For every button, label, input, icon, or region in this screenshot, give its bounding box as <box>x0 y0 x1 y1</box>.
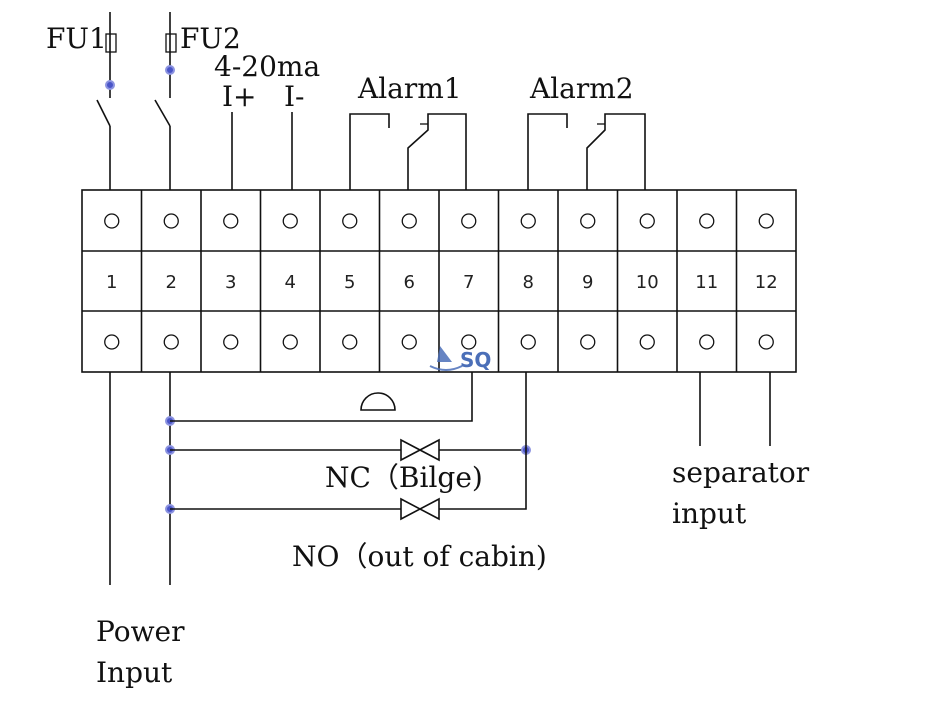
terminal-number-2: 2 <box>166 272 177 293</box>
terminal-number-6: 6 <box>404 272 415 293</box>
terminal-number-5: 5 <box>344 272 355 293</box>
terminal-number-4: 4 <box>285 272 296 293</box>
nc-valve-icon <box>400 438 440 462</box>
terminal-number-12: 12 <box>755 272 778 293</box>
terminal-screw-bottom-8 <box>520 334 536 350</box>
terminal-number-11: 11 <box>695 272 718 293</box>
switch-fu2-blade <box>154 99 171 127</box>
no-out-of-cabin-label: NO（out of cabin) <box>292 540 547 573</box>
terminal-number-8: 8 <box>523 272 534 293</box>
terminal-screw-top-3 <box>223 213 239 229</box>
i-plus-label: I+ <box>222 80 257 113</box>
fu2-label: FU2 <box>180 22 241 55</box>
fu2-node-dot <box>165 65 175 75</box>
terminal-screw-bottom-7 <box>461 334 477 350</box>
terminal-screw-bottom-2 <box>163 334 179 350</box>
fuse-fu2-branch <box>154 12 177 190</box>
terminal-screw-top-2 <box>163 213 179 229</box>
terminal-screw-bottom-5 <box>342 334 358 350</box>
alarm1-label: Alarm1 <box>357 72 462 105</box>
terminal-screw-bottom-9 <box>580 334 596 350</box>
power-label-line1: Power <box>96 615 185 648</box>
nc-bilge-label: NC（Bilge) <box>325 461 483 494</box>
fu1-node-dot <box>105 80 115 90</box>
separator-label-line1: separator <box>672 456 810 489</box>
terminal-screws-bottom <box>104 334 774 350</box>
fuse-fu2-icon <box>165 33 177 53</box>
current-loop-label: 4-20ma <box>214 50 320 83</box>
fuse-fu1-branch <box>96 12 117 190</box>
terminal-number-9: 9 <box>582 272 593 293</box>
terminal-number-7: 7 <box>463 272 474 293</box>
buzzer-branch <box>165 372 473 426</box>
no-valve-icon <box>400 497 440 521</box>
alarm1-relay-contact <box>349 113 467 190</box>
fuse-fu1-icon <box>105 33 117 53</box>
terminal-screw-top-8 <box>520 213 536 229</box>
i-minus-label: I- <box>284 80 305 113</box>
separator-label-line2: input <box>672 497 747 530</box>
terminal-screw-top-1 <box>104 213 120 229</box>
terminal-number-1: 1 <box>106 272 117 293</box>
nc-valve-branch <box>165 438 531 462</box>
terminal-screw-bottom-6 <box>401 334 417 350</box>
terminal-screw-top-5 <box>342 213 358 229</box>
terminal-screw-bottom-4 <box>282 334 298 350</box>
fu1-label: FU1 <box>46 22 107 55</box>
terminal-screw-top-10 <box>639 213 655 229</box>
terminal-number-3: 3 <box>225 272 236 293</box>
terminal-column-dividers <box>140 190 738 372</box>
terminal-screw-top-4 <box>282 213 298 229</box>
buzzer-icon <box>360 392 396 411</box>
power-label-line2: Input <box>96 656 173 689</box>
alarm2-relay-contact <box>527 113 646 190</box>
terminal-screw-top-11 <box>699 213 715 229</box>
terminal-screw-bottom-10 <box>639 334 655 350</box>
switch-fu1-blade <box>96 99 111 127</box>
terminal-number-10: 10 <box>636 272 659 293</box>
terminal-screw-top-9 <box>580 213 596 229</box>
terminal-screw-top-7 <box>461 213 477 229</box>
terminal-screw-bottom-1 <box>104 334 120 350</box>
terminal-screw-top-6 <box>401 213 417 229</box>
no-valve-branch <box>165 372 527 521</box>
terminal-screw-bottom-12 <box>758 334 774 350</box>
alarm2-label: Alarm2 <box>529 72 634 105</box>
sq-watermark-logo: SQ <box>429 346 491 372</box>
watermark-text: SQ <box>460 348 491 372</box>
terminal-screw-bottom-11 <box>699 334 715 350</box>
terminal-screw-bottom-3 <box>223 334 239 350</box>
terminal-screws-top <box>104 213 774 229</box>
sail-icon <box>437 346 452 362</box>
terminal-screw-top-12 <box>758 213 774 229</box>
